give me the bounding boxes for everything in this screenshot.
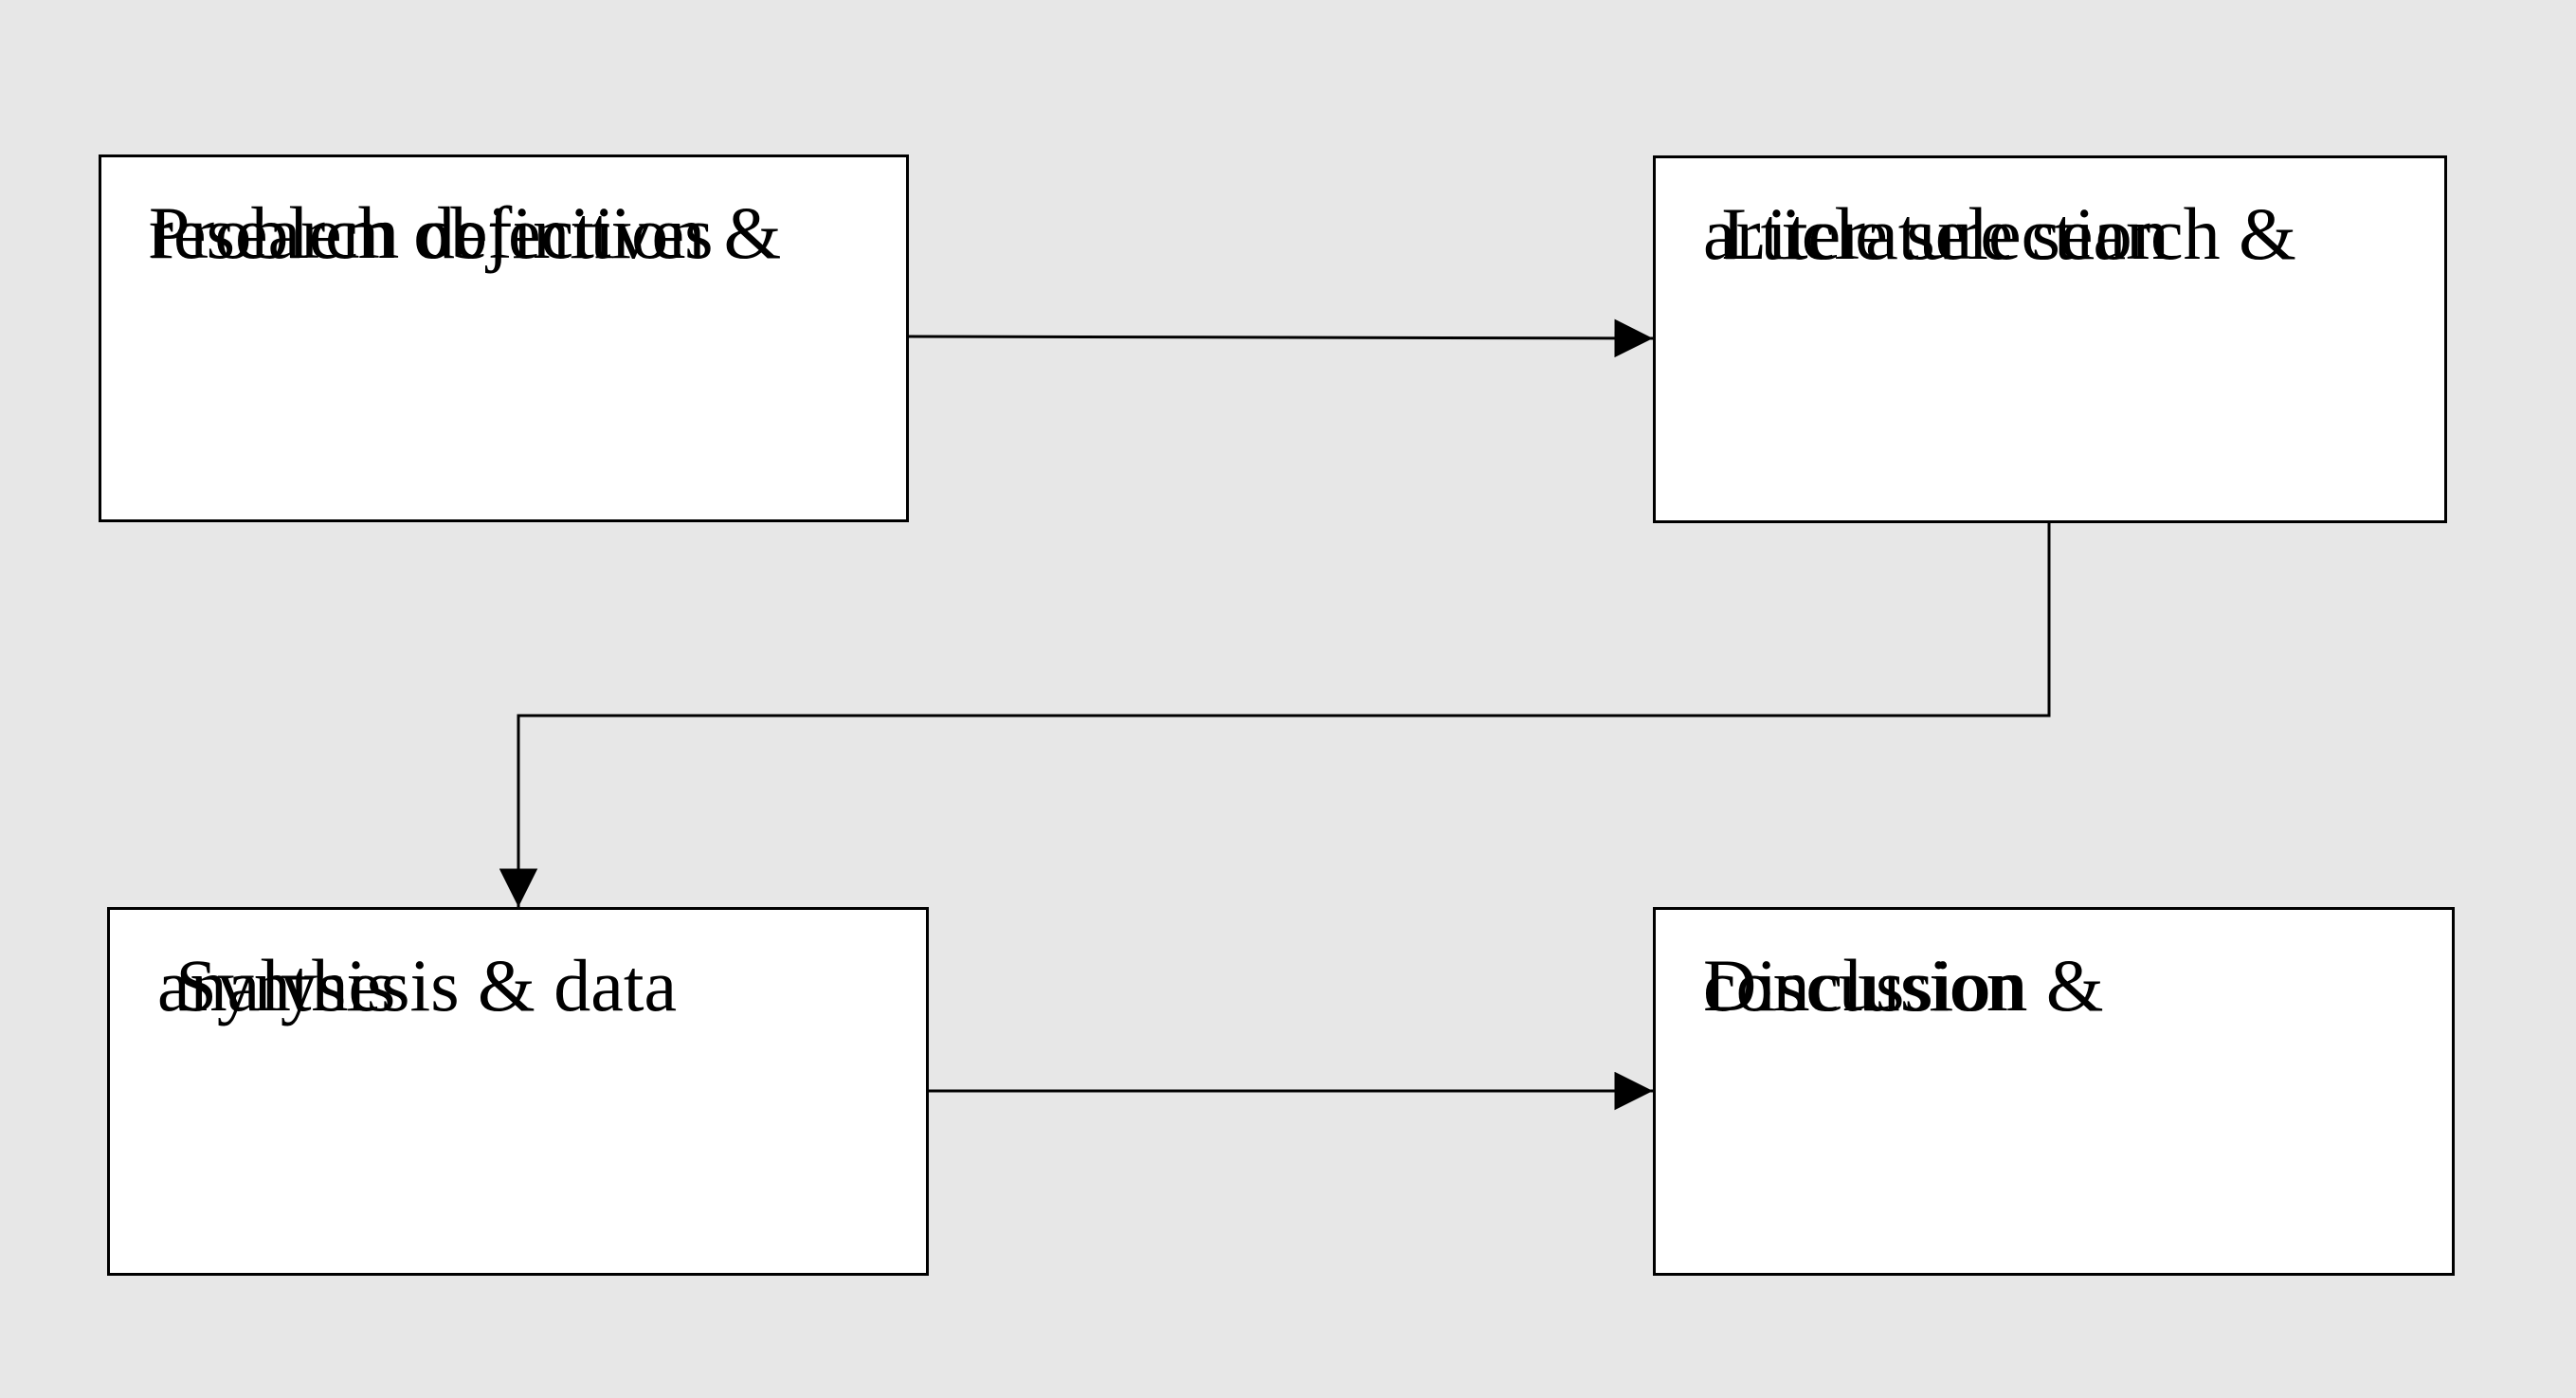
- arrow-literature-to-synthesis: [499, 522, 2051, 907]
- step-line: conclusion: [1703, 944, 2023, 1026]
- step-line: Literature search &: [1703, 192, 2296, 275]
- step-line: Problem definition &: [149, 191, 782, 274]
- step-line: Synthesis & data: [157, 944, 678, 1026]
- step-line: article selection: [1703, 192, 2169, 275]
- step-line: Discussion &: [1703, 944, 2104, 1026]
- step-line: analysis: [157, 944, 396, 1026]
- step-line: research objectives: [149, 191, 714, 274]
- step-box-problem-definition: Problem definition & research objectives: [99, 154, 909, 522]
- step-box-literature-search: Literature search & article selection: [1653, 155, 2447, 523]
- step-box-discussion: Discussion & conclusion: [1653, 907, 2455, 1276]
- arrow-problem-to-literature: [906, 318, 1654, 358]
- step-box-synthesis: Synthesis & data analysis: [107, 907, 929, 1276]
